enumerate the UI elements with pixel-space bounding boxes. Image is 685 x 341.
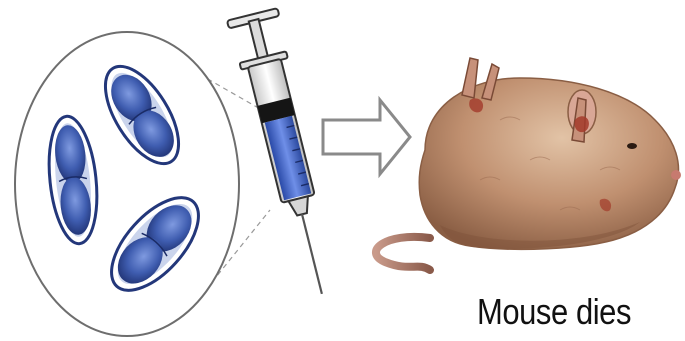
mouse-body [419,78,678,249]
caption-mouse-dies: Mouse dies [477,290,631,334]
mouse-eye [627,143,637,149]
magnified-view [15,32,270,336]
mouse-tail [376,237,430,270]
dead-mouse-icon [376,58,681,270]
arrow-right-icon [323,100,410,174]
